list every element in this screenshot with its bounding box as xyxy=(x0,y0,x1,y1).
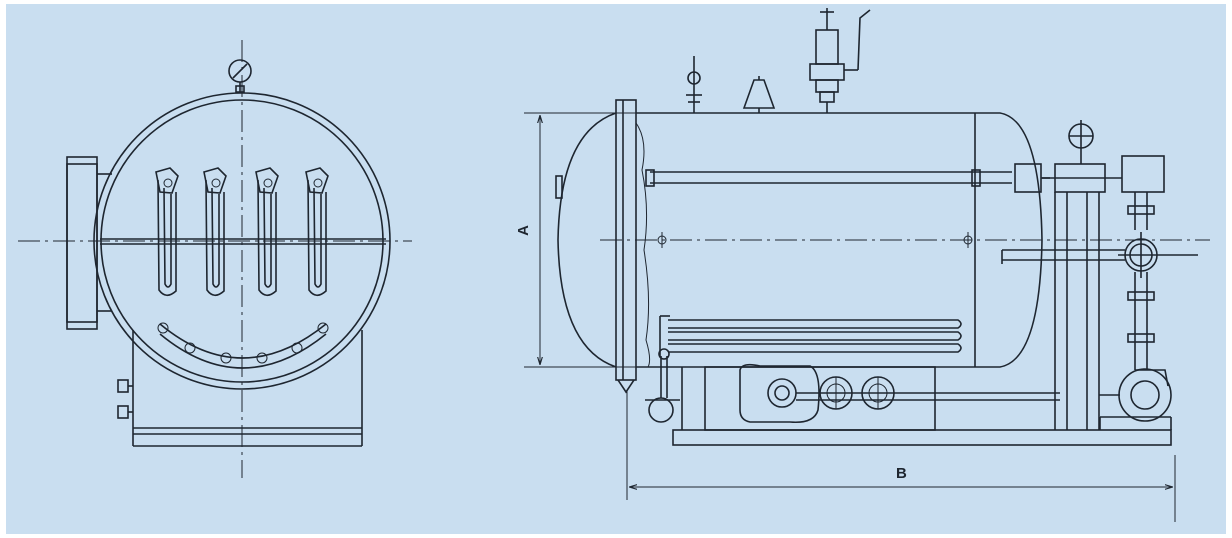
safety-valve-icon xyxy=(809,8,871,113)
dished-door-head xyxy=(557,112,617,368)
bottom-distribution-pipe xyxy=(157,322,329,369)
vessel-body xyxy=(600,112,1210,368)
bottom-equipment xyxy=(645,348,1060,431)
dimension-a xyxy=(524,112,640,368)
heater-loop xyxy=(305,167,329,297)
dimension-a-label: A xyxy=(514,225,532,236)
end-view-base-stand xyxy=(117,330,363,447)
heater-loop xyxy=(155,167,179,297)
top-rod xyxy=(645,169,1050,187)
side-view xyxy=(524,8,1210,522)
heating-coil xyxy=(659,315,962,356)
pressure-gauge-icon xyxy=(228,59,252,93)
dimension-b-label: B xyxy=(896,465,907,482)
heater-loops xyxy=(155,167,329,297)
heater-loop xyxy=(203,167,227,297)
door-handle xyxy=(555,175,563,199)
end-view-shell-outer xyxy=(93,92,391,390)
heater-loop xyxy=(255,167,279,297)
vent-cone-icon xyxy=(742,76,776,113)
dimension-b xyxy=(626,390,1176,522)
sight-glass-icon xyxy=(686,56,702,113)
end-view-shell-inner xyxy=(100,99,384,383)
end-view xyxy=(18,40,412,478)
end-view-side-flange xyxy=(66,156,112,330)
right-piping-assembly xyxy=(1001,120,1198,430)
